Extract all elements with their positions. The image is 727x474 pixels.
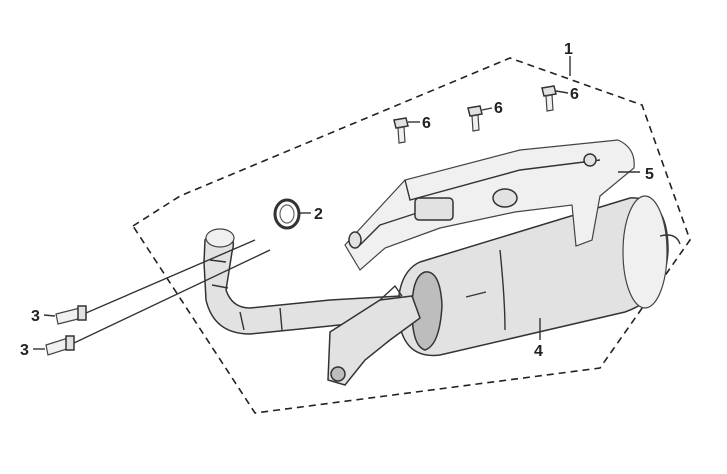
pipe-bracket: [327, 284, 421, 386]
callout-2: 2: [314, 206, 323, 223]
callout-3-upper: 3: [31, 308, 40, 325]
heat-shield-part-5: [344, 139, 635, 271]
gasket-part-2: [273, 198, 301, 230]
callout-6-left: 6: [422, 115, 431, 132]
assembly-boundary: [131, 57, 691, 414]
bolt-part-6-left: [393, 117, 409, 144]
leader-line-3-upper: [85, 239, 256, 314]
callout-6-right: 6: [570, 86, 579, 103]
leader-line-6-right: [555, 90, 569, 94]
leader-line-3-upper-stub: [43, 314, 56, 317]
bolt-part-6-middle: [467, 105, 483, 132]
callout-3-lower: 3: [20, 342, 29, 359]
callout-5: 5: [645, 166, 654, 183]
bolt-part-6-right: [541, 85, 557, 112]
leader-line-3-lower: [73, 249, 271, 344]
muffler-part-4: [397, 195, 681, 357]
callout-6-middle: 6: [494, 100, 503, 117]
bolt-part-3-lower: [45, 335, 75, 356]
callout-4: 4: [534, 343, 543, 360]
leader-line-6-middle: [481, 107, 493, 111]
exhaust-pipe: [203, 228, 403, 335]
bolt-part-3-upper: [55, 305, 87, 325]
callout-1: 1: [564, 41, 573, 58]
